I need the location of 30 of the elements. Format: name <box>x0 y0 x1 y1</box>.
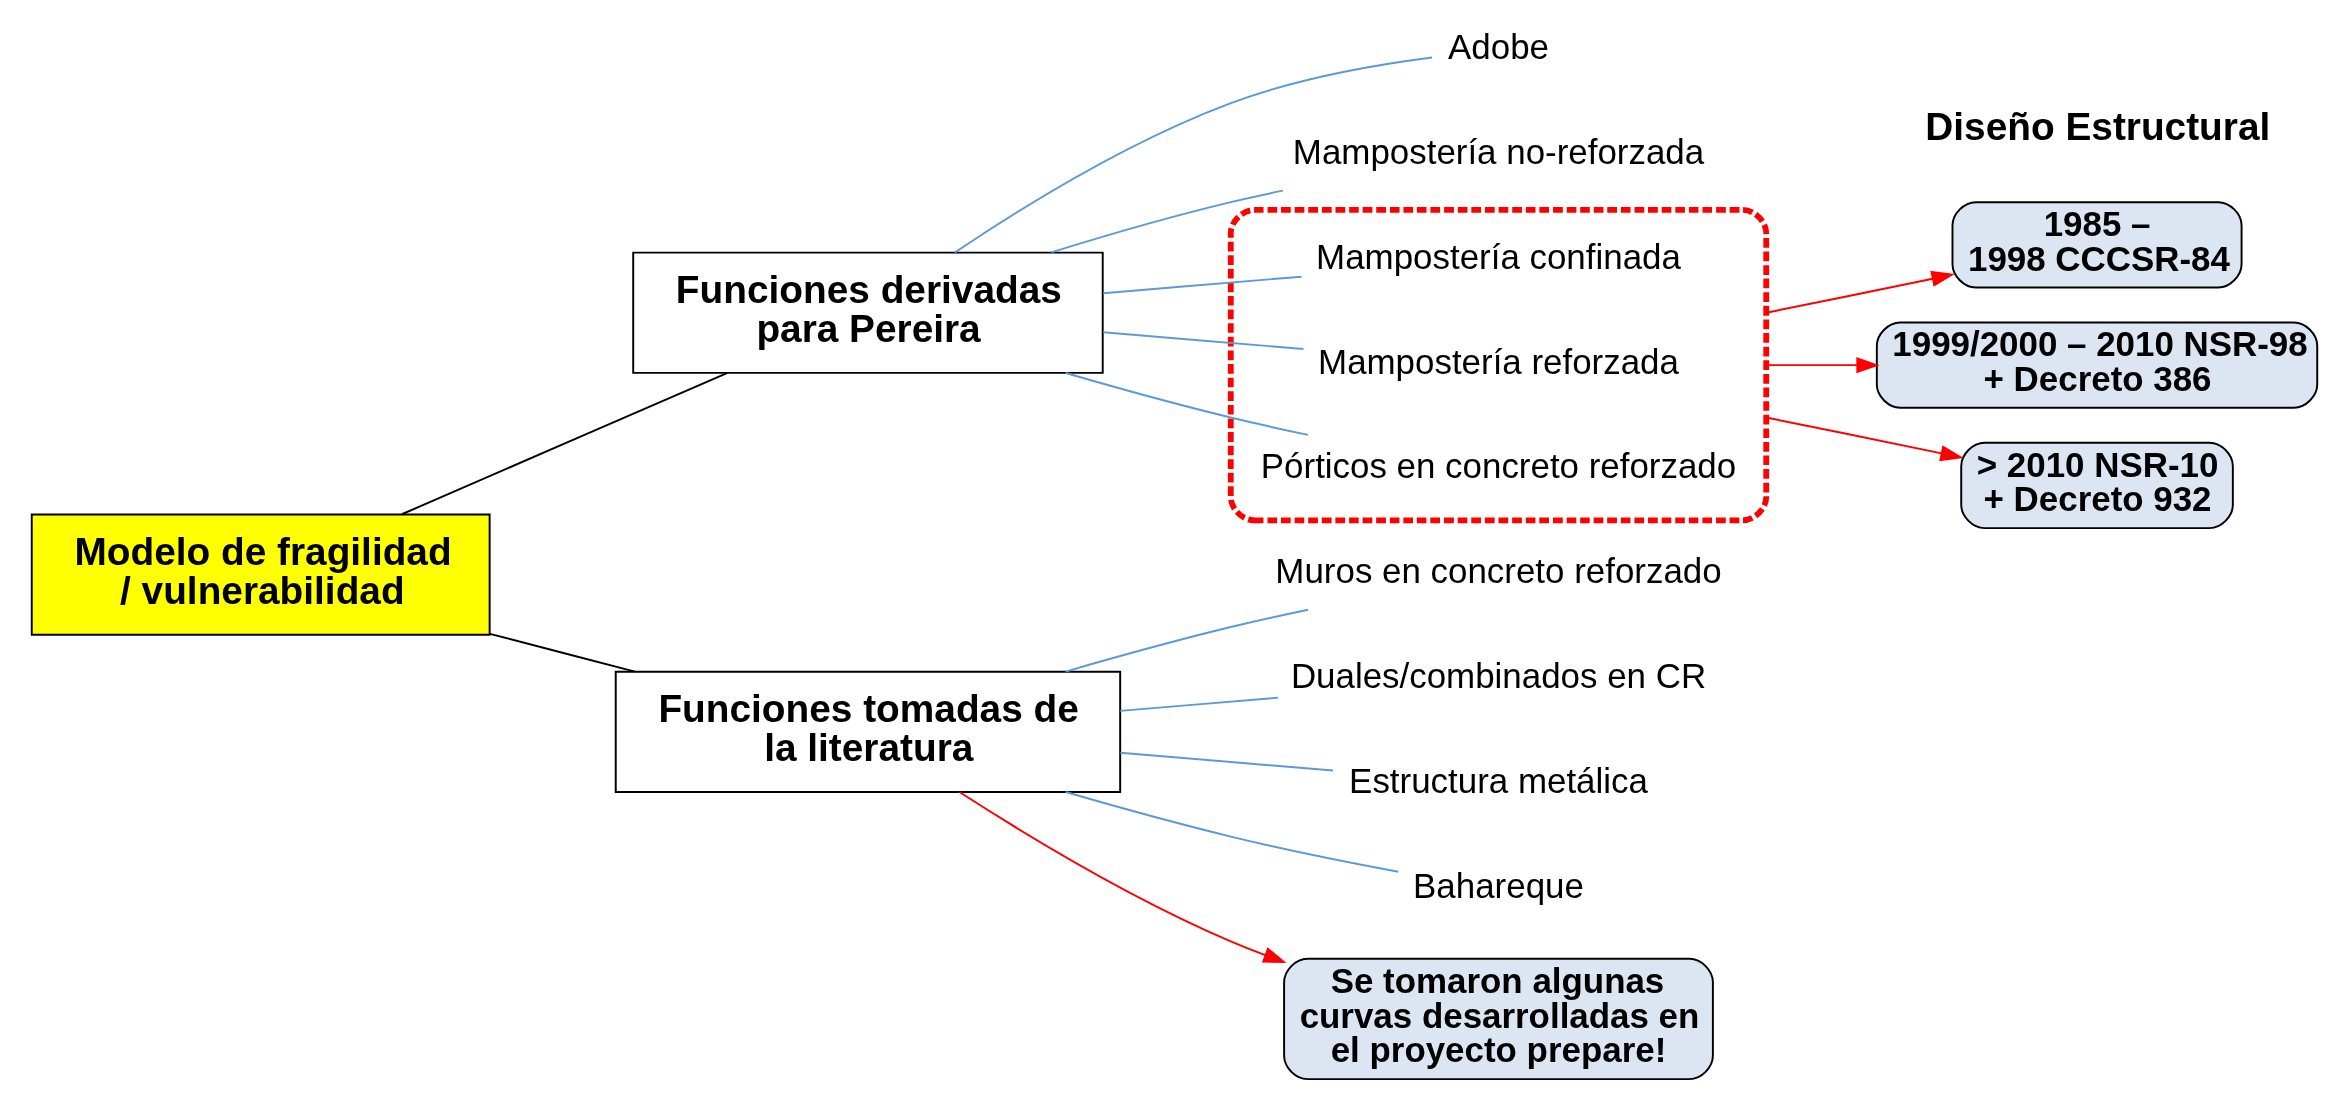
node-box: > 2010 NSR-10 + Decreto 932 <box>1959 441 2234 530</box>
connector <box>1101 331 1304 350</box>
node-text: Mampostería no-reforzada <box>1292 132 1704 172</box>
node-text: Muros en concreto reforzado <box>1274 551 1722 591</box>
connector <box>953 56 1433 254</box>
connector <box>488 632 636 673</box>
connector <box>1064 791 1399 873</box>
node-text: Estructura metálica <box>1348 760 1648 800</box>
node-text: Duales/combinados en CR <box>1290 655 1706 695</box>
node-box: Modelo de fragilidad / vulnerabilidad <box>30 513 491 636</box>
arrow <box>957 791 1287 963</box>
connector <box>1064 372 1309 436</box>
node-text: Mampostería reforzada <box>1317 341 1679 381</box>
node-box: Funciones tomadas de la literatura <box>614 670 1121 793</box>
node-text: Mampostería confinada <box>1315 236 1681 276</box>
cluster <box>1227 207 1769 524</box>
node-box: 1985 – 1998 CCCSR-84 <box>1951 201 2243 289</box>
node-text: Pórticos en concreto reforzado <box>1260 446 1736 486</box>
node-box: Se tomaron algunas curvas desarrolladas en el proyecto prepare! <box>1282 957 1714 1081</box>
connector <box>1118 751 1334 772</box>
connector <box>400 372 728 516</box>
connector <box>1064 608 1309 673</box>
node-text: Adobe <box>1447 27 1549 67</box>
node-box: Funciones derivadas para Pereira <box>631 251 1104 374</box>
label: Diseño Estructural <box>1924 105 2270 149</box>
node-box: 1999/2000 – 2010 NSR-98 + Decreto 386 <box>1875 321 2318 409</box>
connector <box>1118 696 1279 712</box>
connector <box>1101 275 1302 295</box>
node-text: Bahareque <box>1412 865 1584 905</box>
connector <box>1049 189 1284 254</box>
